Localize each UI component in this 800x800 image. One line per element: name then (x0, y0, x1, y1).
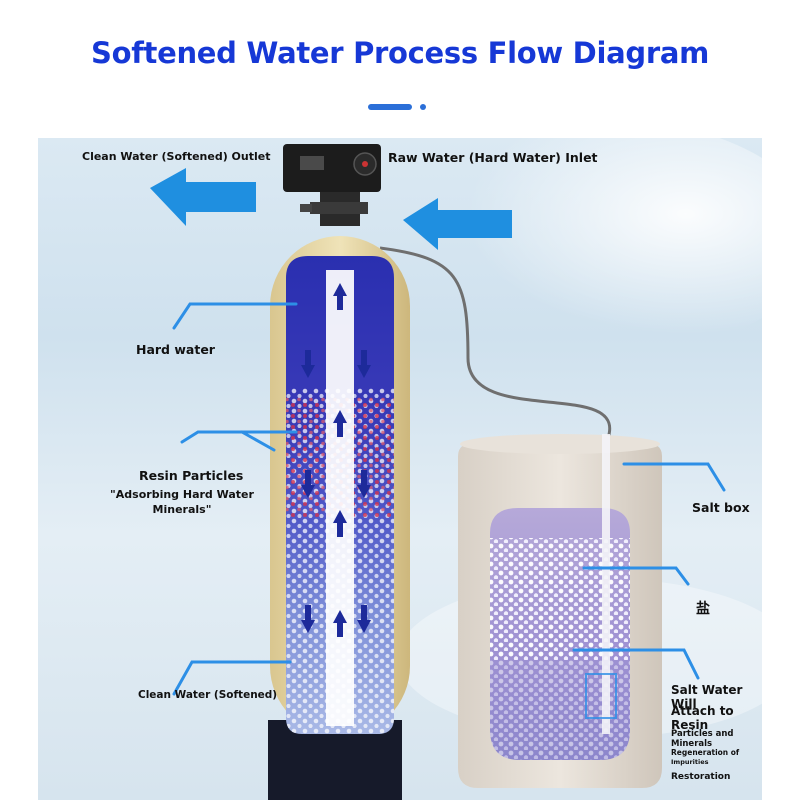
salt-box (458, 434, 662, 788)
label-salt: 盐 (696, 601, 710, 617)
label-salt-water-1: Salt Water Will (671, 683, 743, 711)
pointer-resin-2 (240, 430, 276, 452)
diagram-svg (150, 138, 762, 800)
down-arrow-icon (357, 470, 371, 498)
pointer-clean-water (172, 660, 292, 696)
up-arrow-icon (333, 410, 347, 437)
label-regeneration-1: Regeneration of (671, 748, 740, 757)
pointer-salt-box (622, 462, 726, 492)
label-salt-box: Salt box (692, 500, 750, 515)
hose (379, 246, 612, 439)
control-valve-icon (283, 144, 381, 226)
label-salt-water-2: Attach to Resin (671, 704, 734, 732)
pointer-salt-water (572, 648, 700, 680)
down-arrow-icon (301, 470, 315, 498)
pointer-resin (180, 430, 298, 444)
up-arrow-icon (333, 510, 347, 537)
title-underline (368, 104, 412, 110)
left-arrow-icon (150, 168, 256, 226)
down-arrow-icon (357, 350, 371, 378)
label-hard-water: Hard water (136, 342, 215, 357)
diagram-scene: Clean Water (Softened) Outlet Raw Water … (38, 138, 762, 800)
water-splash (378, 138, 762, 358)
pointer-hard-water (172, 302, 298, 330)
down-arrow-icon (301, 605, 315, 633)
label-clean-water: Clean Water (Softened) (138, 689, 278, 701)
down-arrow-icon (301, 350, 315, 378)
up-arrow-icon (333, 283, 347, 310)
down-arrow-icon (357, 605, 371, 633)
title-dot (420, 104, 426, 110)
label-particles: Particles and Minerals (671, 729, 734, 749)
label-resin-title: Resin Particles (139, 468, 244, 483)
left-arrow-icon (403, 198, 512, 250)
pointer-salt (582, 566, 690, 586)
label-raw-inlet: Raw Water (Hard Water) Inlet (388, 150, 598, 165)
label-resin-sub-1: "Adsorbing Hard Water (110, 488, 254, 501)
label-clean-outlet: Clean Water (Softened) Outlet (82, 150, 271, 163)
label-restoration: Restoration (671, 772, 731, 782)
page-title: Softened Water Process Flow Diagram (90, 36, 710, 70)
label-regeneration-2: Impurities (671, 758, 709, 766)
label-resin-sub-2: Minerals" (152, 503, 212, 516)
up-arrow-icon (333, 610, 347, 637)
